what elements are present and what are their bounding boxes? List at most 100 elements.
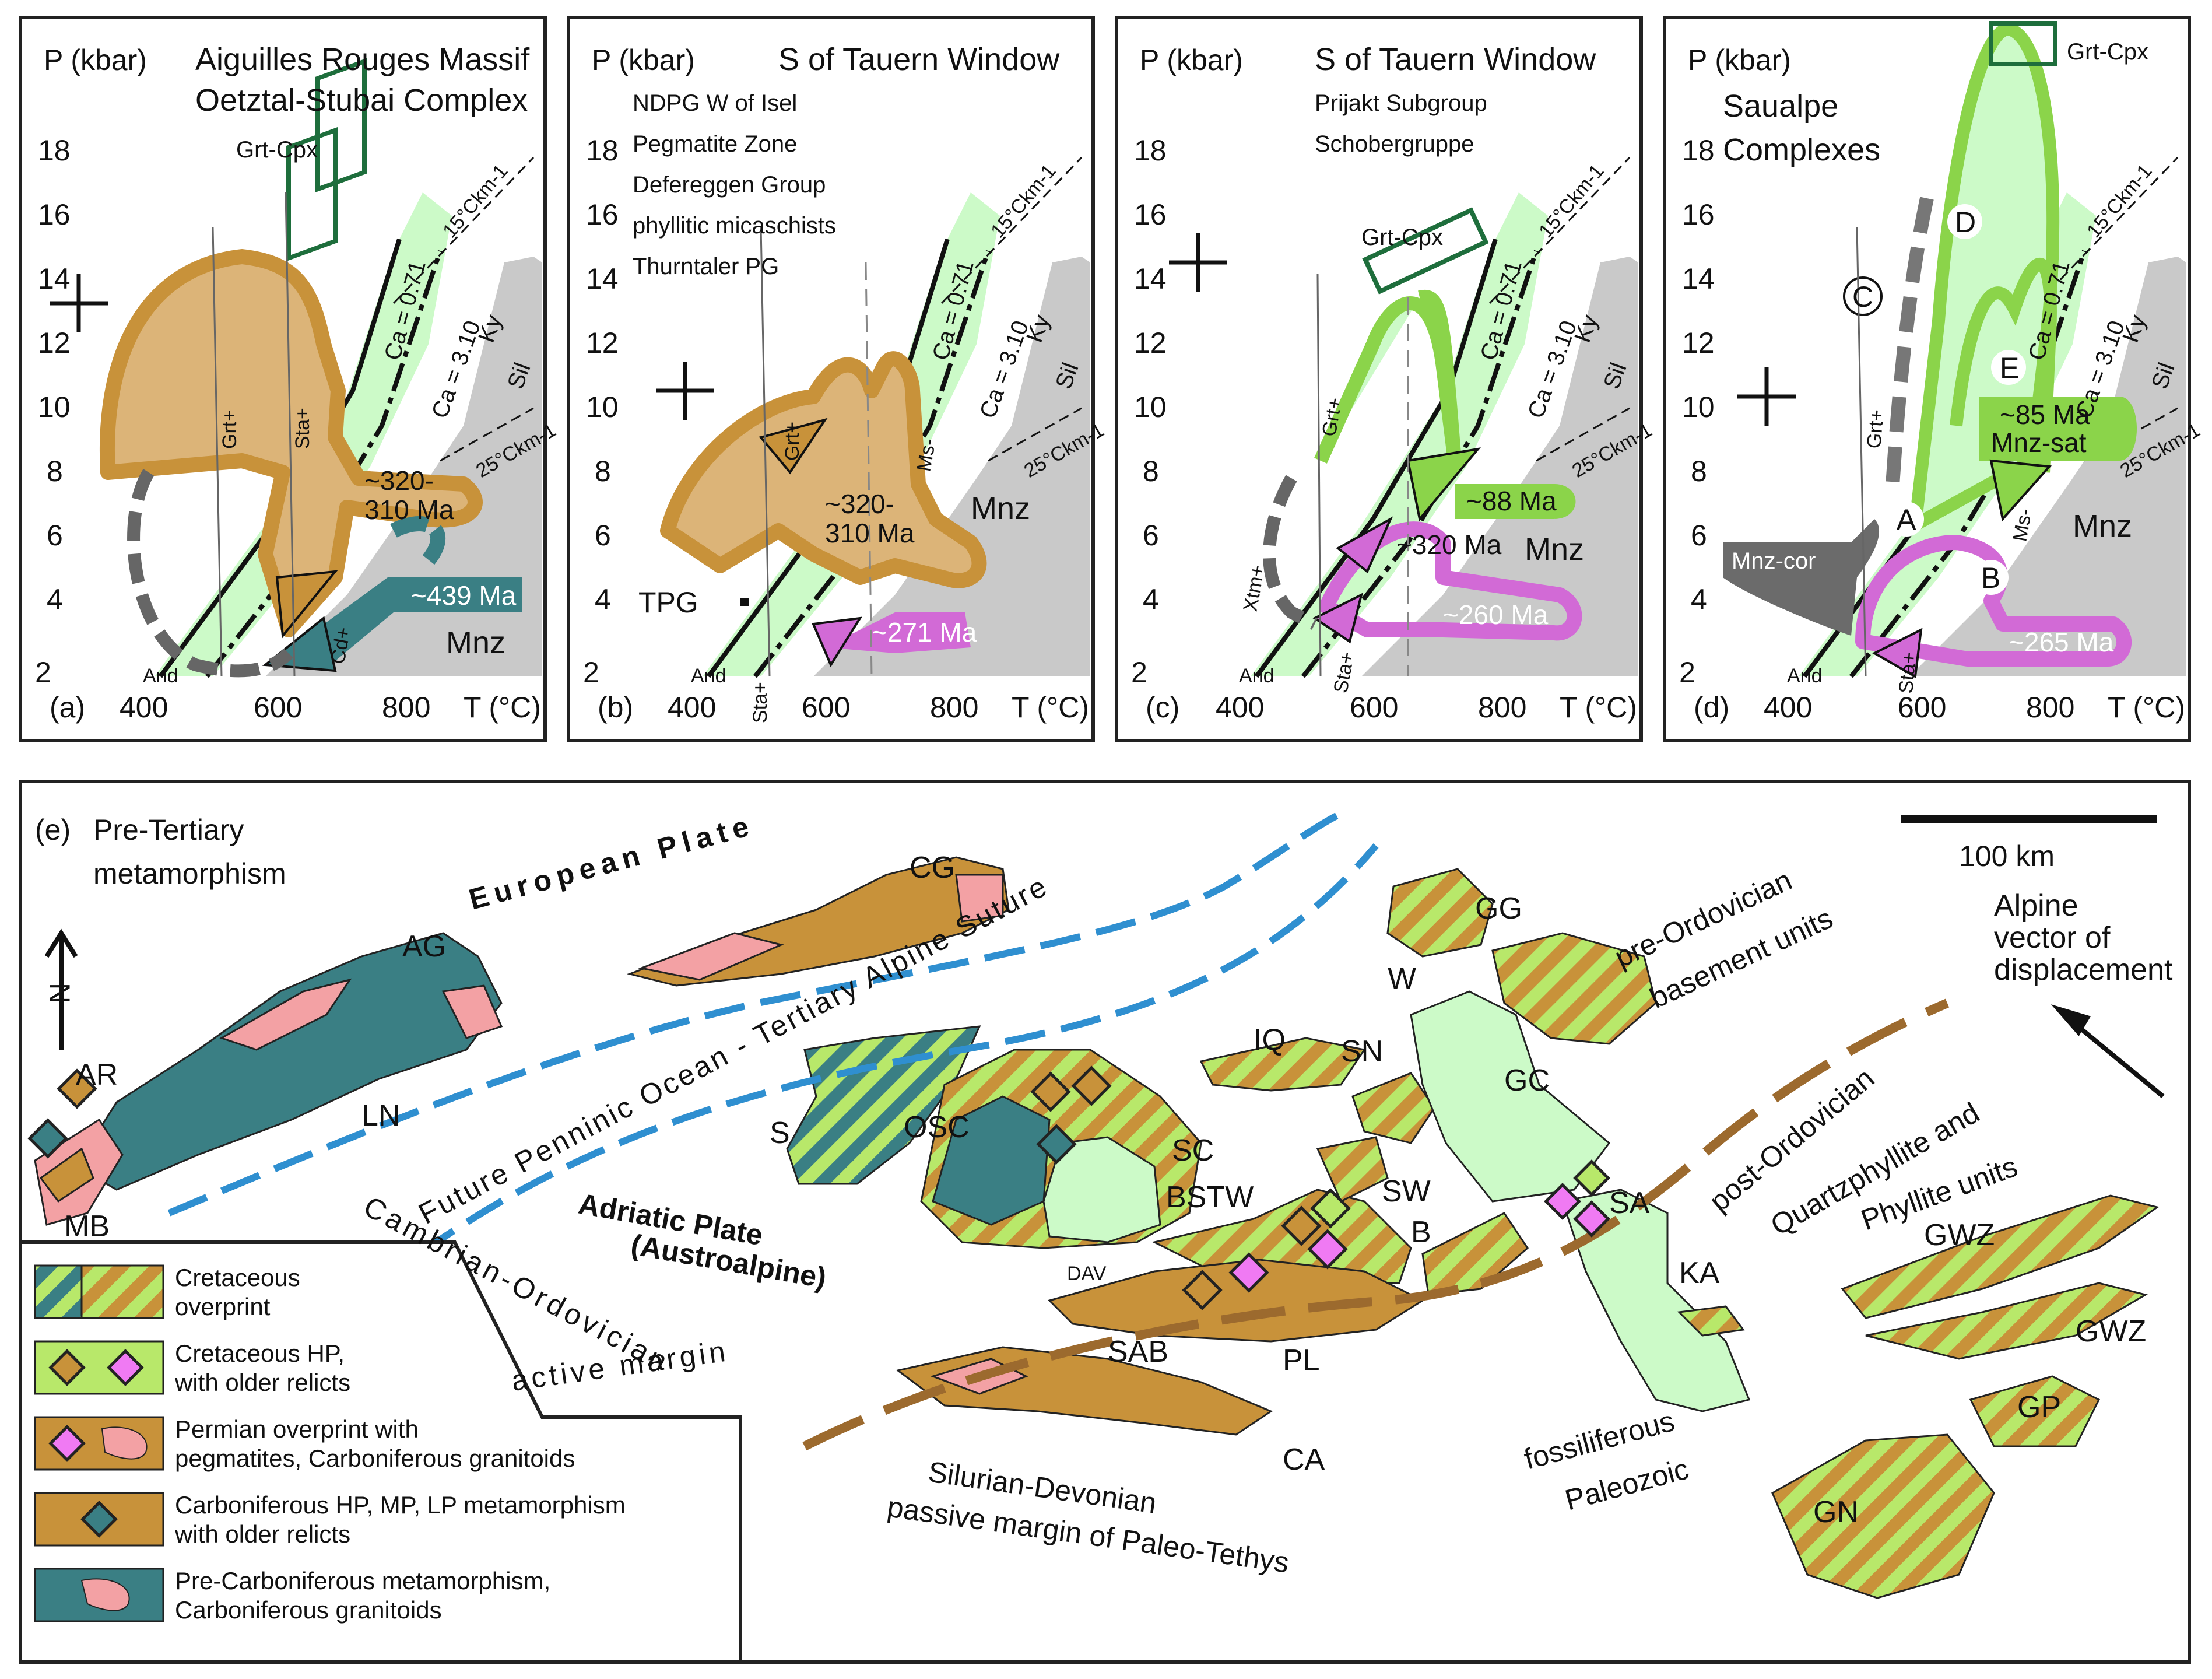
x-tick-3: 800	[382, 691, 430, 724]
y-tick-9: 2	[583, 656, 599, 689]
x-tick-3: 800	[930, 691, 978, 724]
grt-label: Grt+	[1863, 409, 1888, 450]
cross-marker	[656, 362, 714, 420]
suture-line-1	[167, 810, 1343, 1217]
panel-letter: (d)	[1694, 691, 1729, 724]
point-b-circle	[1974, 560, 2009, 595]
y-tick-2: 16	[1134, 198, 1167, 231]
unit-label-iq: IQ	[1254, 1023, 1286, 1057]
unit-iq	[1199, 1037, 1366, 1092]
unit-gwz-1	[1841, 1194, 2160, 1319]
unit-label-gwz-1: GWZ	[1924, 1218, 1995, 1252]
y-tick-1: 18	[1134, 134, 1167, 167]
map-diamond-sa-3	[1573, 1200, 1610, 1238]
sta-label: Sta+	[1895, 651, 1920, 695]
unit-ka	[1677, 1305, 1745, 1337]
t-label: T (°C)	[464, 691, 541, 724]
y-tick-4: 12	[38, 327, 71, 359]
legend-diamond-2a	[48, 1349, 86, 1386]
map-diamond-pl-2	[1228, 1252, 1269, 1293]
y-tick-6: 8	[595, 455, 611, 488]
ca-310-line	[753, 250, 991, 678]
mnzcor-label: Mnz-cor	[1732, 548, 1816, 574]
map-diamond-b-3	[1307, 1229, 1348, 1270]
age-3: ~265 Ma	[2009, 627, 2114, 657]
y-tick-2: 16	[38, 198, 71, 231]
y-tick-9: 2	[1679, 656, 1695, 689]
panel-c: P (kbar) S of Tauern Window Prijakt Subg…	[1115, 16, 1656, 742]
y-tick-2: 16	[586, 198, 619, 231]
map-diamond-osc-2	[1071, 1065, 1112, 1106]
unit-label-ar: AR	[76, 1058, 118, 1092]
title-line-2: Oetztal-Stubai Complex	[195, 83, 528, 118]
point-d-circle	[1947, 204, 1982, 239]
panel-d: P (kbar) Saualpe Complexes 18 16 14 12 1…	[1663, 16, 2204, 742]
mnz-label: Mnz	[1525, 532, 1584, 567]
unit-label-gp: GP	[2017, 1390, 2061, 1424]
map-diamond-osc-3	[1036, 1124, 1077, 1165]
map-diamond-b-2	[1310, 1188, 1351, 1229]
age-1: ~85 Ma	[2000, 399, 2090, 430]
age-3: ~260 Ma	[1443, 600, 1549, 630]
x-tick-3: 800	[1478, 691, 1526, 724]
age-1: ~320-	[825, 489, 894, 519]
x-tick-2: 600	[1350, 691, 1398, 724]
unit-s	[786, 1025, 981, 1185]
grt-label: Grt+	[781, 422, 803, 461]
tpg-marker	[740, 598, 749, 606]
map-diamond-osc-1	[1030, 1071, 1071, 1112]
suture-line-2	[417, 843, 1379, 1257]
point-c-circle	[1843, 276, 1883, 316]
and-label: And	[1239, 665, 1274, 687]
map-title-1: Pre-Tertiary	[93, 814, 244, 846]
y-tick-4: 12	[1134, 327, 1167, 359]
legend-1-line-1: Cretaceous	[175, 1264, 300, 1291]
age-2: ~320 Ma	[1396, 530, 1502, 560]
unit-label-gn: GN	[1813, 1495, 1859, 1529]
panel-letter: (c)	[1146, 691, 1179, 724]
thin-line-1	[212, 227, 223, 677]
unit-label-sc: SC	[1172, 1134, 1214, 1168]
p-label: P (kbar)	[592, 44, 695, 76]
legend-3-line-1: Permian overprint with	[175, 1415, 419, 1443]
x-tick-2: 600	[254, 691, 302, 724]
title-line-2: Complexes	[1723, 132, 1880, 167]
p-label: P (kbar)	[44, 44, 147, 76]
y-tick-5: 10	[1682, 391, 1715, 423]
legend-diamond-4	[80, 1501, 118, 1538]
y-tick-9: 2	[1131, 656, 1147, 689]
grtcpx-label: Grt-Cpx	[2067, 39, 2148, 65]
thin-line-2	[285, 192, 296, 677]
y-tick-2: 16	[1682, 198, 1715, 231]
legend-4-line-2: with older relicts	[174, 1520, 350, 1548]
map-diamond-sa-1	[1573, 1159, 1610, 1197]
y-tick-1: 18	[1682, 134, 1715, 167]
mnz-field	[265, 257, 542, 676]
grad15-line	[940, 156, 1083, 304]
x-tick-1: 400	[668, 691, 716, 724]
y-tick-8: 4	[595, 583, 611, 616]
grtcpx-box	[1989, 21, 2057, 66]
grtcpx-box-1	[315, 58, 367, 192]
mnz-field	[813, 257, 1090, 676]
y-tick-4: 12	[586, 327, 619, 359]
pt-path-green-loop	[1950, 258, 2057, 473]
legend-diamond-3	[48, 1425, 86, 1462]
unit-label-gwz-2: GWZ	[2076, 1315, 2146, 1348]
cross-marker	[1737, 367, 1796, 426]
mnz-label: Mnz	[2073, 509, 2132, 544]
legend-frame	[19, 1240, 742, 1664]
grtcpx-label: Grt-Cpx	[236, 137, 318, 163]
unit-sw	[1316, 1136, 1389, 1203]
age-2: Mnz-sat	[1991, 427, 2087, 458]
unit-label-ln: LN	[361, 1099, 400, 1133]
map-diamond-sa-2	[1544, 1183, 1581, 1220]
unit-gn	[1771, 1433, 1995, 1599]
and-label: And	[691, 665, 726, 687]
grey-dashed-path	[1885, 197, 1934, 496]
unit-gg	[1491, 932, 1657, 1045]
unit-label-b: B	[1411, 1215, 1431, 1249]
age-1: ~320-	[364, 465, 434, 496]
y-tick-5: 10	[586, 391, 619, 423]
unit-sn	[1351, 1072, 1435, 1144]
